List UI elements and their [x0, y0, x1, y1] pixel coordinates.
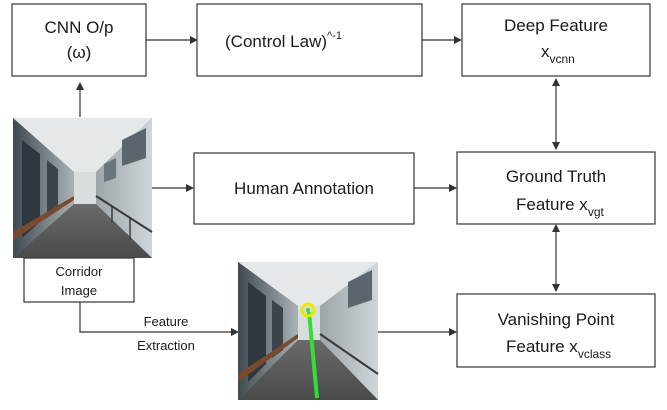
feature-extraction-label-line2: Extraction [137, 338, 195, 353]
edge-image-to-feature-extraction [79, 302, 239, 336]
human-annotation-label: Human Annotation [234, 179, 374, 198]
control-law-main: (Control Law) [225, 32, 327, 51]
vanishing-point-marker [300, 302, 316, 318]
deep-feature-subscript: vcnn [550, 52, 575, 66]
control-law-label: (Control Law)^-1 [225, 30, 342, 51]
cnn-output-node: CNN O/p (ω) [11, 3, 147, 77]
control-law-node: (Control Law)^-1 [196, 3, 423, 77]
vanishing-point-label-line2: Feature xvclass [506, 337, 611, 361]
vanishing-point-node: Vanishing Point Feature xvclass [456, 293, 656, 368]
vanishing-point-var: Feature x [506, 337, 578, 356]
cnn-output-label-line1: CNN O/p [45, 18, 114, 37]
feature-extraction-label-line1: Feature [144, 314, 189, 329]
ground-truth-subscript: vgt [588, 205, 605, 219]
control-law-exponent: ^-1 [327, 30, 342, 42]
corridor-photo [13, 118, 153, 258]
vanishing-point-photo [238, 262, 379, 400]
deep-feature-label-line1: Deep Feature [504, 16, 608, 35]
deep-feature-label-line2: xvcnn [541, 42, 575, 66]
human-annotation-node: Human Annotation [193, 152, 415, 225]
ground-truth-label-line1: Ground Truth [506, 167, 606, 186]
ground-truth-label-line2: Feature xvgt [516, 195, 604, 219]
deep-feature-var: x [541, 42, 550, 61]
corridor-image-caption: Corridor Image [23, 257, 135, 303]
vanishing-point-subscript: vclass [578, 347, 611, 361]
ground-truth-var: Feature x [516, 195, 588, 214]
vanishing-line [307, 311, 319, 399]
cnn-output-label-line2: (ω) [67, 43, 92, 62]
vanishing-point-label-line1: Vanishing Point [498, 310, 615, 329]
corridor-image-label-line1: Corridor [56, 264, 104, 279]
deep-feature-node: Deep Feature xvcnn [461, 3, 651, 77]
ground-truth-node: Ground Truth Feature xvgt [456, 151, 656, 225]
corridor-image-label-line2: Image [61, 283, 97, 298]
